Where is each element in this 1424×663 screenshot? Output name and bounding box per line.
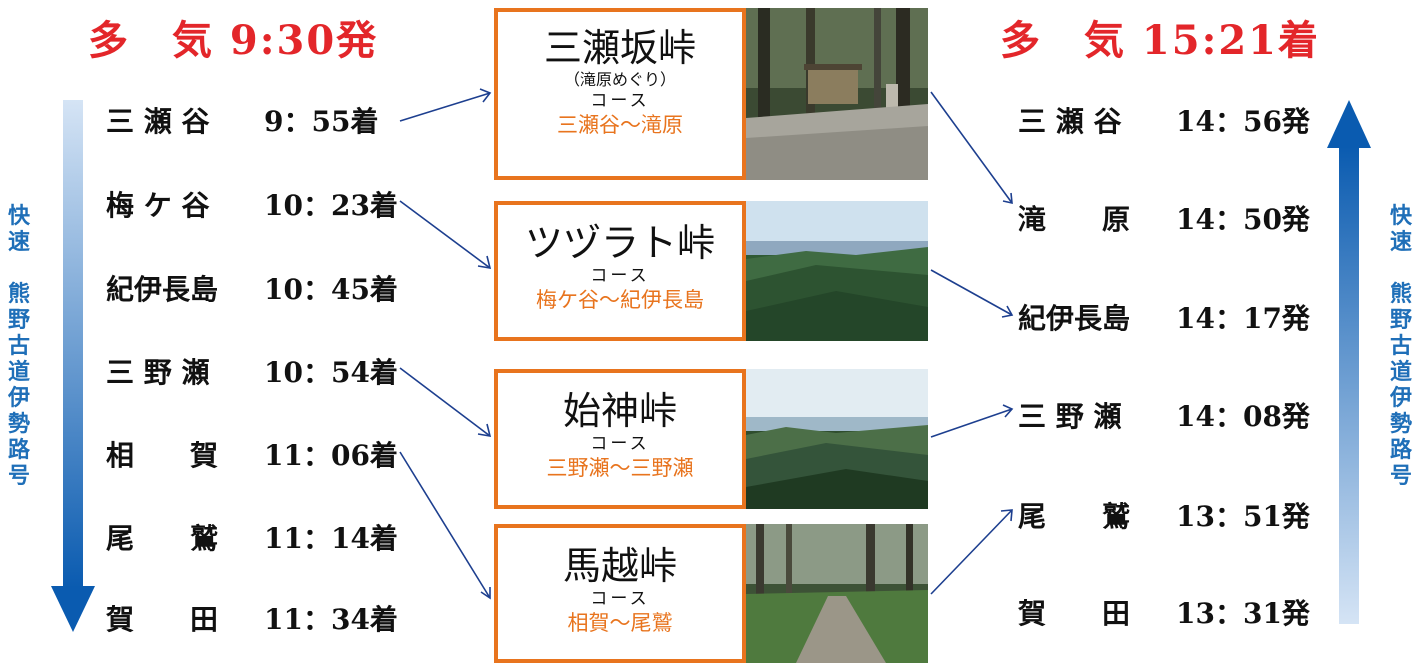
course-box-hajikami: 始神峠 コース 三野瀬〜三野瀬 [494,369,746,509]
up-arrow [1327,100,1371,624]
arrival-title: 多 気 15:21着 [1000,17,1321,64]
connector-arrowhead [1002,192,1013,205]
course-route: 相賀〜尾鷲 [567,611,673,635]
departure-title: 多 気 9:30発 [88,17,379,64]
connector-return-kiinagashima [930,269,1013,316]
service-name-right: 快速 熊野古道伊勢路号 [1389,204,1412,489]
course-route: 三野瀬〜三野瀬 [546,456,694,480]
course-label: コース [590,91,650,111]
course-label: コース [590,589,650,609]
connector-arrowhead [1000,509,1013,522]
course-name: 始神峠 [562,389,677,433]
course-box-magose: 馬越峠 コース 相賀〜尾鷲 [494,524,746,663]
service-name-left: 快速 熊野古道伊勢路号 [7,204,30,489]
bay-view-photo [746,369,928,509]
connector-tsuzurato [399,200,491,269]
connector-arrowhead [1002,404,1014,418]
course-subtitle: （滝原めぐり） [563,70,676,89]
course-label: コース [590,434,650,454]
course-name: ツヅラト峠 [524,221,715,265]
connector-arrowhead [477,423,492,437]
course-label: コース [590,266,650,286]
course-route: 梅ケ谷〜紀伊長島 [536,288,704,312]
connector-lines [399,88,1014,600]
connector-misezaka [399,92,491,122]
down-arrow [51,100,95,632]
connector-arrowhead [477,255,492,269]
connector-arrowhead [480,587,491,600]
course-box-tsuzurato: ツヅラト峠 コース 梅ケ谷〜紀伊長島 [494,201,746,341]
coastal-valley-photo [746,201,928,341]
course-box-misezaka: 三瀬坂峠 （滝原めぐり） コース 三瀬谷〜滝原 [494,8,746,180]
connector-hajikami [399,367,491,437]
shrine-forest-photo [746,8,928,180]
connector-return-takihara [930,91,1013,204]
connector-return-owase [930,509,1013,595]
course-name: 馬越峠 [562,544,677,588]
connector-arrowhead [1001,305,1014,318]
course-name: 三瀬坂峠 [543,26,696,70]
course-route: 三瀬谷〜滝原 [557,113,683,137]
connector-magose [399,451,491,599]
connector-arrowhead [479,88,492,103]
stone-path-photo [746,524,928,663]
connector-return-minose [930,408,1013,438]
